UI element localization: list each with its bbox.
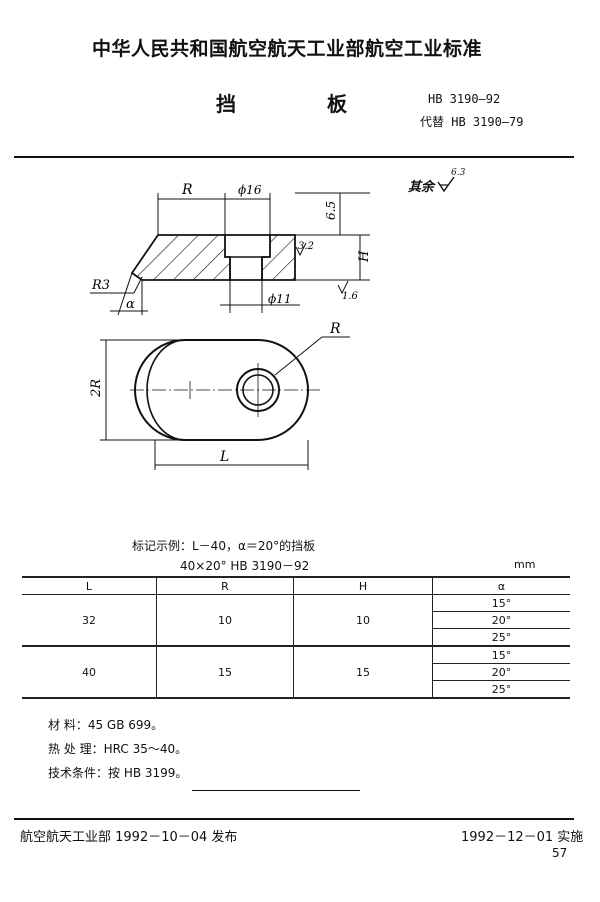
technical-drawing: R ϕ16 6.5 3.2 H R3 α ϕ11 1.6 R 2R L [89,182,372,470]
table-row: 40 15 15 15° [22,646,570,699]
standard-code: HB 3190—92 [428,92,501,106]
cell-alpha: 20° [432,611,570,629]
table-row: 25° [22,680,570,699]
cell-h: 10 [293,594,433,647]
label-r3: R3 [91,278,110,293]
label-alpha: α [126,297,135,312]
cell-r: 10 [156,594,294,647]
col-header-h: H [293,576,433,595]
note-heat-treatment: 热 处 理：HRC 35～40。 [48,742,188,756]
cell-alpha: 20° [432,663,570,681]
label-dim-6-5: 6.5 [324,201,338,220]
table-row: 32 10 10 15° [22,594,570,647]
standard-header: 中华人民共和国航空航天工业部航空工业标准 [92,38,483,60]
replaced-standard: 代替 HB 3190—79 [420,115,524,129]
cell-alpha: 15° [432,594,570,612]
table-row: 20° [22,663,570,681]
label-phi11: ϕ11 [268,292,291,306]
label-r-top: R [181,182,193,198]
col-header-r: R [156,576,294,595]
table-row: 25° [22,628,570,647]
col-header-alpha: α [432,576,570,595]
label-roughness-1-6: 1.6 [342,291,359,302]
issue-date: 航空航天工业部 1992－10－04 发布 [20,830,238,845]
label-roughness-3-2: 3.2 [298,241,314,252]
document-title: 挡 板 [216,92,389,116]
label-l: L [219,449,229,465]
table-row: 20° [22,611,570,629]
cell-alpha: 15° [432,646,570,664]
marking-example: 标记示例：L－40，α＝20°的挡板 [132,539,316,553]
section-view: R ϕ16 6.5 3.2 H R3 α ϕ11 1.6 [90,182,372,316]
cell-l: 40 [22,646,157,699]
dimension-table: L R H α 32 10 10 15° 20° 25° 40 15 15 15… [22,576,570,699]
label-2r: 2R [89,379,104,398]
cell-alpha: 25° [432,680,570,699]
end-rule [192,790,360,791]
unit-label: mm [514,558,536,571]
note-material: 材 料：45 GB 699。 [48,718,164,732]
cell-l: 32 [22,594,157,647]
cell-h: 15 [293,646,433,699]
surface-finish-value: 6.3 [451,168,466,178]
surface-finish-note: 其余 [408,180,435,195]
page-number: 57 [552,846,568,860]
cell-alpha: 25° [432,628,570,647]
footer-rule [14,818,574,820]
plan-view: R 2R L [89,321,350,470]
label-r-plan: R [329,321,341,337]
col-header-l: L [22,576,157,595]
header-rule [14,156,574,158]
note-technical-conditions: 技术条件：按 HB 3199。 [48,766,188,780]
label-phi16: ϕ16 [238,183,262,197]
cell-r: 15 [156,646,294,699]
effective-date: 1992－12－01 实施 [461,830,584,845]
marking-code: 40×20° HB 3190－92 [180,559,310,573]
roughness-symbol [437,176,455,193]
label-h: H [357,250,372,263]
